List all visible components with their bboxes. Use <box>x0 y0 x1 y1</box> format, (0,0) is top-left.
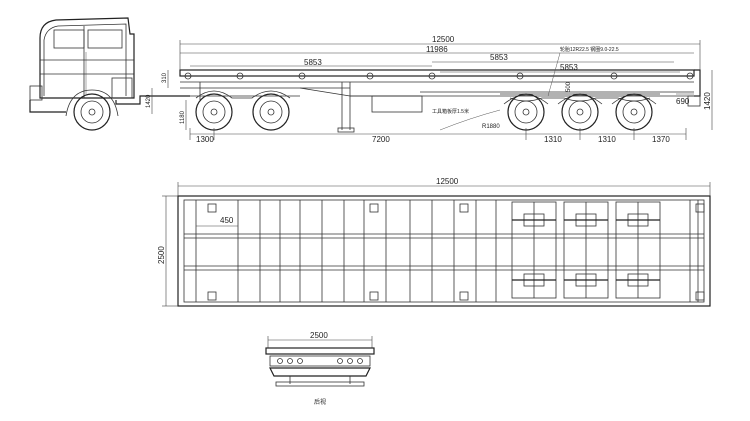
trailer-axle-3 <box>611 93 657 131</box>
plan-crossmembers <box>195 200 699 302</box>
dim-overall-length-label: 12500 <box>432 35 455 44</box>
note-tire: 轮胎12R22.5 钢圈9.0-22.5 <box>560 46 619 53</box>
trailer-side-frame <box>179 69 701 107</box>
dim-1420-right-label: 1420 <box>703 92 712 110</box>
plan-twistlocks <box>207 203 705 301</box>
rear-view-caption: 后视 <box>314 398 326 406</box>
plan-axle-1 <box>511 201 557 299</box>
dim-500-label: 500 <box>566 81 572 92</box>
dim-310-label: 310 <box>162 72 168 83</box>
plan-crossmember-label: 450 <box>220 216 234 225</box>
dim-1310-a-label: 1310 <box>544 135 562 144</box>
tractor-front-wheel <box>65 89 119 131</box>
dim-1310-b-label: 1310 <box>598 135 616 144</box>
dim-front-span-label: 5853 <box>304 58 322 67</box>
dim-1370-label: 1370 <box>652 135 670 144</box>
side-bottom-dimensions: 1300 7200 1310 1310 1370 <box>189 128 687 144</box>
dim-rear-span-2-label: 5853 <box>560 63 578 72</box>
toolbox <box>371 95 423 113</box>
plan-dimensions: 12500 2500 450 <box>157 177 711 307</box>
trailer-axle-2 <box>557 93 603 131</box>
tractor-rear-wheel-2 <box>252 93 290 131</box>
dim-1420-left-label: 1420 <box>146 94 152 108</box>
dim-radius-label: R1880 <box>482 124 500 130</box>
side-height-dimensions: 310 1420 1180 1420 690 500 R1880 工具箱板厚1.… <box>146 70 713 130</box>
rear-width-label: 2500 <box>310 331 328 340</box>
dim-1180-label: 1180 <box>180 110 186 124</box>
side-top-dimensions: 12500 11986 5853 5853 5853 轮胎12R22.5 钢圈9… <box>179 35 701 97</box>
trailer-axle-1 <box>503 93 549 131</box>
side-elevation-view: 12500 11986 5853 5853 5853 轮胎12R22.5 钢圈9… <box>29 17 713 144</box>
support-legs <box>199 82 355 133</box>
plan-width-label: 2500 <box>157 246 166 264</box>
dim-main-frame-label: 11986 <box>426 45 448 54</box>
plan-axle-2 <box>563 201 609 299</box>
dim-690-label: 690 <box>676 97 690 106</box>
tractor-cab <box>29 17 190 113</box>
dim-7200-label: 7200 <box>372 135 390 144</box>
plan-length-label: 12500 <box>436 177 459 186</box>
plan-axle-3 <box>615 201 661 299</box>
dim-1300-label: 1300 <box>196 135 214 144</box>
leaf-spring <box>509 97 651 102</box>
rear-view: 2500 后视 <box>265 331 375 406</box>
stake-pockets <box>184 72 694 80</box>
dim-rear-span-label: 5853 <box>490 53 508 62</box>
tractor-rear-wheel-1 <box>195 93 233 131</box>
plan-view: 12500 2500 450 <box>157 177 711 307</box>
note-toolbox: 工具箱板厚1.5米 <box>432 108 469 115</box>
